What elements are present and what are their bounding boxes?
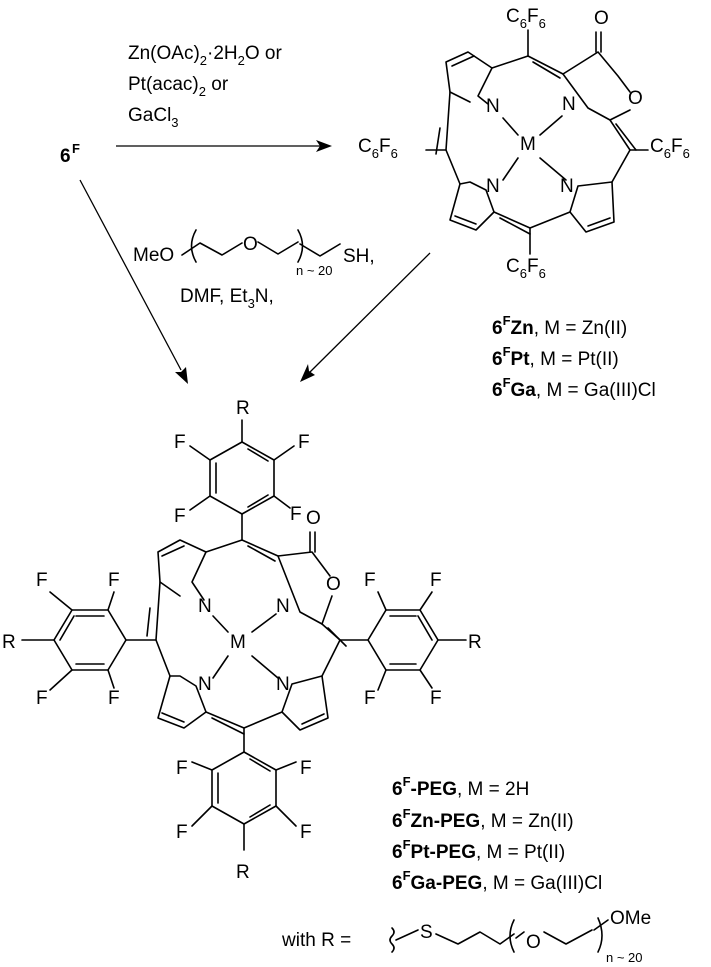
svg-text:DMF, Et3N,: DMF, Et3N, [180,286,274,311]
svg-text:OMe: OMe [610,908,651,929]
svg-text:R: R [236,862,250,883]
arrow-peg-from-6F [79,179,188,384]
svg-text:F: F [290,504,302,525]
svg-text:O: O [326,574,341,595]
svg-text:O: O [243,234,258,255]
svg-text:F: F [36,688,48,709]
svg-text:C6F6: C6F6 [506,6,546,31]
svg-text:C6F6: C6F6 [506,256,546,281]
svg-text:C6F6: C6F6 [358,136,398,161]
svg-text:S: S [420,922,433,943]
product-pt: 6FPt, M = Pt(II) [492,344,619,370]
svg-text:n ~ 20: n ~ 20 [296,263,333,278]
svg-text:F: F [298,432,310,453]
svg-text:O: O [526,932,541,953]
svg-text:N: N [198,674,212,695]
wavy-bond-icon [389,927,395,953]
product-pt-peg: 6FPt-PEG, M = Pt(II) [392,837,565,863]
svg-text:F: F [430,570,442,591]
svg-text:O: O [306,508,321,529]
metal-complex-structure: C6F6 O O N N C6F6 C6F6 M N N [358,6,690,281]
svg-text:with R =: with R = [281,930,351,951]
svg-text:F: F [108,688,120,709]
peg-reagent: MeO O n ~ 20 SH, DMF, Et3N, [133,229,375,311]
arrow-peg-from-metal [300,252,431,382]
svg-text:O: O [628,88,643,109]
svg-text:GaCl3: GaCl3 [128,105,179,130]
svg-text:N: N [276,596,290,617]
svg-text:R: R [236,398,250,419]
svg-text:N: N [276,674,290,695]
svg-text:F: F [174,506,186,527]
svg-text:O: O [594,8,609,29]
arrow-metalation [116,140,332,152]
svg-text:N: N [562,94,576,115]
svg-text:SH,: SH, [343,246,375,267]
svg-text:MeO: MeO [133,245,174,266]
svg-text:R: R [468,632,482,653]
product-zn: 6FZn, M = Zn(II) [492,313,627,339]
svg-text:C6F6: C6F6 [650,136,690,161]
product-zn-peg: 6FZn-PEG, M = Zn(II) [392,806,574,832]
peg-porphyrin-structure: R F F F F O O N N M [2,398,482,883]
svg-text:N: N [486,96,500,117]
svg-text:N: N [560,176,574,197]
svg-text:R: R [2,632,16,653]
svg-text:N: N [198,596,212,617]
svg-text:F: F [176,758,188,779]
peg-product-list: 6F-PEG, M = 2H 6FZn-PEG, M = Zn(II) 6FPt… [392,774,602,894]
r-group-definition: with R = S O OMe n ~ 20 [281,908,651,965]
svg-text:6: 6 [60,146,71,167]
svg-text:M: M [230,632,246,653]
svg-text:F: F [174,432,186,453]
product-peg: 6F-PEG, M = 2H [392,774,529,800]
svg-text:M: M [520,134,536,155]
svg-text:Pt(acac)2 or: Pt(acac)2 or [128,74,229,99]
svg-text:F: F [108,570,120,591]
svg-text:F: F [72,141,80,156]
svg-text:F: F [364,688,376,709]
svg-text:Zn(OAc)2·2H2O or: Zn(OAc)2·2H2O or [128,43,282,68]
product-ga: 6FGa, M = Ga(III)Cl [492,375,656,401]
metal-product-list: 6FZn, M = Zn(II) 6FPt, M = Pt(II) 6FGa, … [492,313,656,401]
svg-text:F: F [36,570,48,591]
svg-text:F: F [300,758,312,779]
svg-text:F: F [300,822,312,843]
svg-text:F: F [430,688,442,709]
metalation-reagents: Zn(OAc)2·2H2O or Pt(acac)2 or GaCl3 [128,43,282,130]
svg-text:n ~ 20: n ~ 20 [606,950,643,965]
svg-text:F: F [176,822,188,843]
svg-text:N: N [486,176,500,197]
starting-material-label: 6 F [60,141,80,167]
product-ga-peg: 6FGa-PEG, M = Ga(III)Cl [392,868,602,894]
svg-text:F: F [364,570,376,591]
